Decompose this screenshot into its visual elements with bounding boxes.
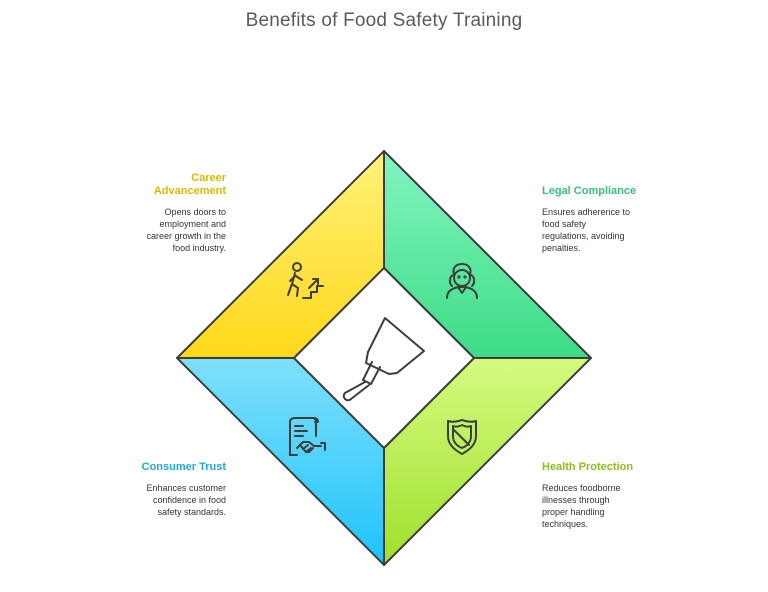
career-desc-line: food industry. [172,243,226,253]
consumer-desc-line: Enhances customer [146,483,226,493]
health-protection-description: Reduces foodborne illnesses through prop… [542,482,652,530]
health-desc-line: Reduces foodborne [542,483,621,493]
health-desc-line: techniques. [542,519,589,529]
career-advancement-heading: Career Advancement [116,172,226,198]
career-desc-line: Opens doors to [164,207,226,217]
judge-icon [446,263,478,299]
career-heading-line-1: Career [191,172,226,184]
consumer-desc-line: confidence in food [152,495,226,505]
career-advancement-block: Career Advancement Opens doors to employ… [116,172,226,254]
center-diamond [293,267,475,449]
career-advancement-description: Opens doors to employment and career gro… [116,206,226,254]
consumer-trust-heading: Consumer Trust [141,461,226,473]
legal-desc-line: Ensures adherence to [542,207,631,217]
legal-compliance-heading: Legal Compliance [542,185,637,197]
legal-desc-line: food safety [542,219,587,229]
health-protection-block: Health Protection Reduces foodborne illn… [542,461,652,530]
career-heading-line-2: Advancement [153,185,226,197]
legal-desc-line: regulations, avoiding [542,231,625,241]
shield-icon [447,419,477,455]
handshake-contract-icon [289,417,326,456]
legal-compliance-block: Legal Compliance Ensures adherence to fo… [542,185,652,254]
scraper-icon [342,317,425,402]
legal-desc-line: penalties. [542,243,581,253]
page-title: Benefits of Food Safety Training [245,10,523,31]
consumer-desc-line: safety standards. [157,507,226,517]
health-protection-heading: Health Protection [542,461,634,473]
consumer-trust-description: Enhances customer confidence in food saf… [116,482,226,518]
health-desc-line: illnesses through [542,495,610,505]
career-desc-line: career growth in the [146,231,226,241]
legal-compliance-description: Ensures adherence to food safety regulat… [542,206,652,254]
career-desc-line: employment and [159,219,226,229]
consumer-trust-block: Consumer Trust Enhances customer confide… [116,461,226,518]
health-desc-line: proper handling [542,507,605,517]
climbing-stairs-icon [287,262,324,299]
